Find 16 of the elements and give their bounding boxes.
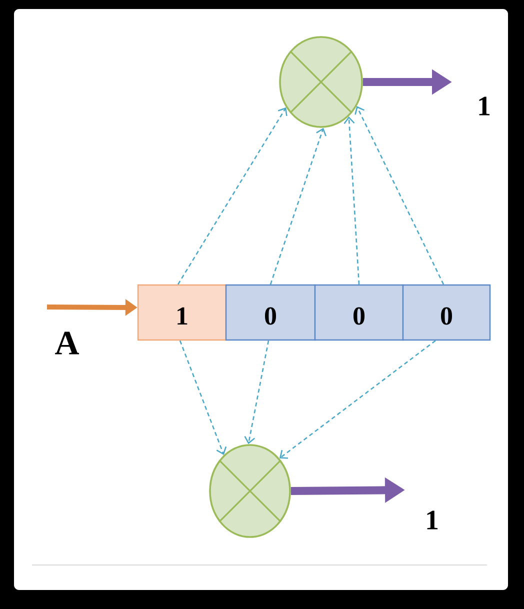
- dashed-arrow: [344, 116, 360, 284]
- dashed-arrow: [244, 340, 270, 444]
- dashed-arrow: [177, 107, 288, 285]
- dashed-arrow: [279, 340, 436, 459]
- edge-label: 1: [476, 96, 492, 116]
- register-cell: 0: [402, 284, 491, 341]
- register-cell: 0: [225, 284, 316, 341]
- register-cell: 0: [314, 284, 404, 341]
- register-cell: 1: [137, 284, 227, 341]
- cross-circle: [279, 36, 363, 128]
- dashed-arrow: [270, 128, 326, 285]
- edge-label: A: [54, 330, 80, 356]
- edge-label: 1: [424, 510, 440, 530]
- dashed-arrow: [354, 106, 444, 285]
- cross-circle: [209, 444, 291, 538]
- dashed-arrow: [179, 340, 227, 455]
